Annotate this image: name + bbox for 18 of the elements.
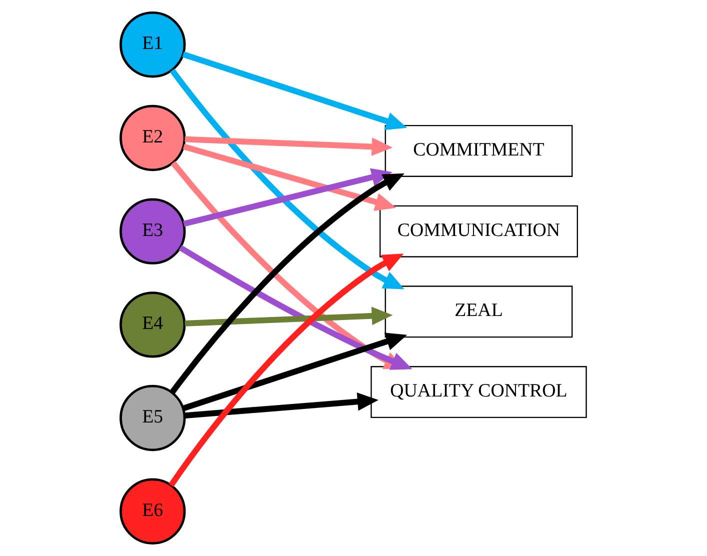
arrow [182, 168, 392, 227]
node-circle: E3 [120, 198, 186, 264]
node-box: ZEAL [384, 286, 573, 338]
arrow [184, 392, 378, 418]
node-circle: E6 [120, 478, 186, 544]
arrow [184, 136, 393, 156]
node-circle: E5 [120, 384, 186, 452]
node-box: COMMITMENT [384, 124, 573, 177]
arrow [168, 254, 404, 487]
node-box: COMMUNICATION [380, 205, 578, 258]
arrow [182, 51, 408, 130]
node-box: QUALITY CONTROL [370, 366, 587, 418]
arrow [170, 68, 404, 290]
arrow [184, 306, 393, 326]
node-circle: E2 [120, 104, 186, 172]
node-circle: E1 [120, 12, 186, 78]
arrow [182, 144, 396, 211]
node-circle: E4 [120, 292, 186, 358]
